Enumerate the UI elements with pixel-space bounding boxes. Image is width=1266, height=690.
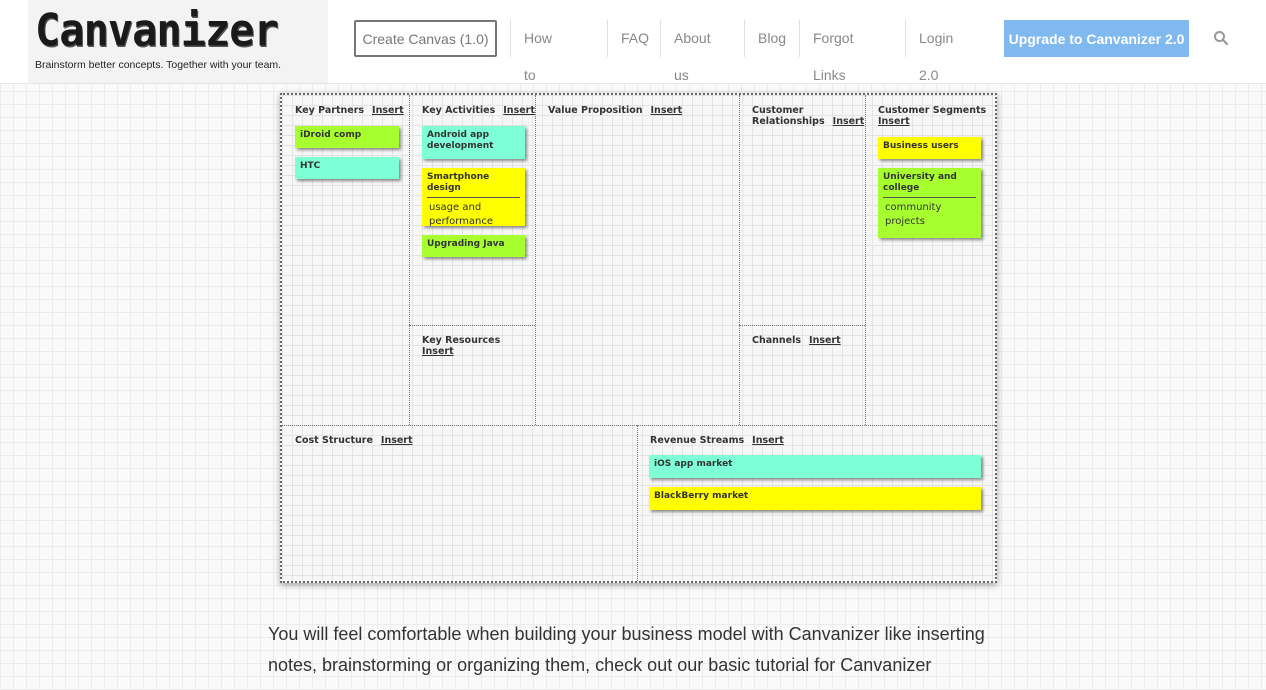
section-title: Key Partners [295,105,365,116]
note-title: iDroid comp [300,130,362,140]
nav-forgot-links[interactable]: Forgot Links [799,20,853,83]
divider [535,95,536,425]
divider [739,95,740,425]
section-title: Customer Relationships [752,105,825,127]
nav-how-to-use[interactable]: How to use [510,20,552,120]
note-separator [427,197,520,198]
note-separator [883,197,976,198]
divider [409,95,410,425]
search-icon[interactable] [1213,30,1229,46]
nav-blog[interactable]: Blog [744,20,786,57]
insert-link[interactable]: Insert [372,105,404,116]
nav-login[interactable]: Login 2.0 [905,20,953,83]
sticky-note[interactable]: HTC [295,157,399,179]
note-title: BlackBerry market [654,491,749,501]
section-channels: Channels Insert [752,335,841,346]
section-key-activities: Key Activities Insert [422,105,535,116]
divider [282,425,995,426]
sticky-note[interactable]: Business users [878,137,981,159]
nav-about-us[interactable]: About us [660,20,711,83]
section-title: Cost Structure [295,435,373,446]
sticky-note[interactable]: Upgrading Java [422,235,525,257]
sticky-note[interactable]: Smartphone design usage and performance [422,168,525,227]
note-title: HTC [300,161,321,171]
section-title: Customer Segments [878,105,987,116]
sticky-note[interactable]: University and college community project… [878,168,981,238]
divider [865,95,866,425]
sticky-note[interactable]: iOS app market [649,455,981,478]
insert-link[interactable]: Insert [380,435,413,446]
insert-link[interactable]: Insert [878,116,910,127]
sticky-note[interactable]: BlackBerry market [649,487,981,510]
logo-tagline: Brainstorm better concepts. Together wit… [35,59,282,71]
note-title: Business users [883,141,959,151]
insert-link[interactable]: Insert [503,105,535,116]
section-title: Value Proposition [548,105,643,116]
insert-link[interactable]: Insert [650,105,683,116]
site-header: Canvanizer Brainstorm better concepts. T… [0,0,1266,120]
logo[interactable]: Canvanizer Brainstorm better concepts. T… [28,0,328,83]
section-title: Key Resources [422,335,501,346]
divider [739,325,865,326]
divider [637,425,638,581]
section-key-partners: Key Partners Insert [295,105,404,116]
insert-link[interactable]: Insert [752,435,784,446]
section-cost-structure: Cost Structure Insert [295,435,413,446]
note-body: usage and performance [429,202,494,227]
section-value-proposition: Value Proposition Insert [548,105,682,116]
note-title: University and college [883,172,957,193]
sticky-note[interactable]: Android app development [422,126,525,159]
logo-wordmark[interactable]: Canvanizer [35,4,279,57]
section-title: Revenue Streams [650,435,745,446]
note-title: Upgrading Java [427,239,505,249]
section-title: Channels [752,335,802,346]
nav-faq[interactable]: FAQ [607,20,649,57]
note-title: Android app development [427,130,494,151]
upgrade-button[interactable]: Upgrade to Canvanizer 2.0 [1004,20,1189,57]
insert-link[interactable]: Insert [809,335,841,346]
sticky-note[interactable]: iDroid comp [295,126,399,148]
divider [409,325,535,326]
create-canvas-button[interactable]: Create Canvas (1.0) [354,20,497,57]
insert-link[interactable]: Insert [422,346,454,357]
note-title: iOS app market [654,459,733,469]
intro-paragraph: You will feel comfortable when building … [268,624,985,675]
section-revenue-streams: Revenue Streams Insert [650,435,784,446]
section-title: Key Activities [422,105,496,116]
note-title: Smartphone design [427,172,490,193]
note-body: community projects [885,202,942,227]
insert-link[interactable]: Insert [832,116,865,127]
